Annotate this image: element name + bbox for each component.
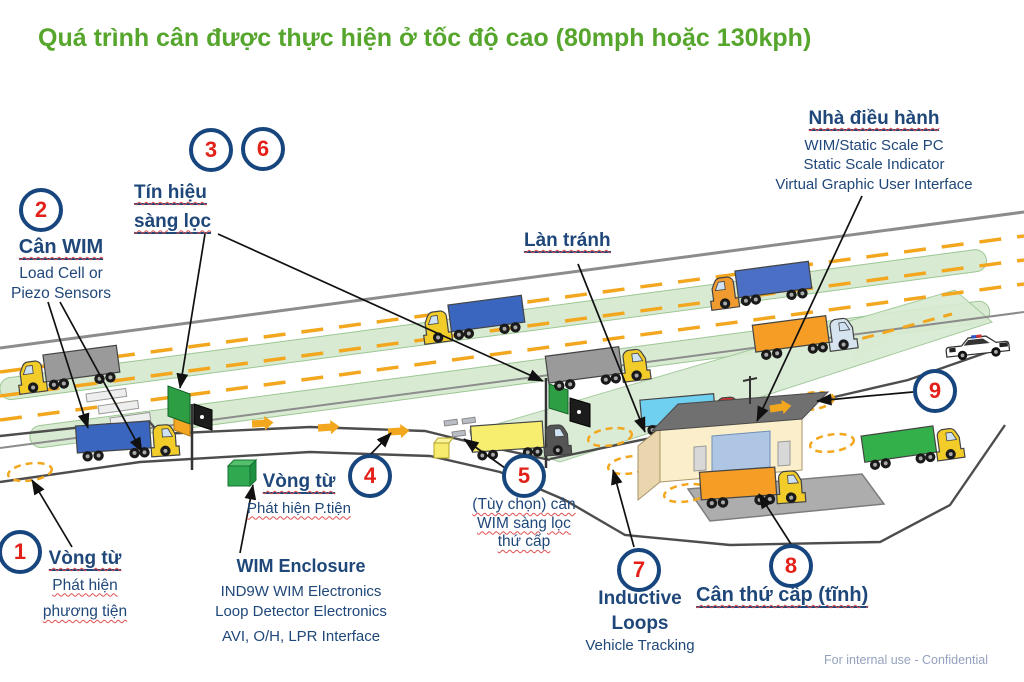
- loop-detect-heading-1: Vòng từ: [48, 548, 122, 569]
- operator-station-line1: WIM/Static Scale PC: [804, 136, 944, 154]
- badge-9: 9: [913, 369, 957, 413]
- badge-5: 5: [502, 454, 546, 498]
- screening-sign-1: [167, 385, 213, 470]
- wim-enclosure-heading: WIM Enclosure: [236, 556, 366, 576]
- roadside-cabinet: [432, 437, 455, 459]
- inductive-loops-label: Inductive Loops Vehicle Tracking: [576, 587, 704, 656]
- roof-camera-mast: [742, 376, 758, 404]
- wim-enclosure-label: WIM Enclosure IND9W WIM Electronics Loop…: [189, 555, 413, 647]
- garage-door: [711, 430, 771, 473]
- operator-station-heading: Nhà điều hành: [808, 108, 940, 129]
- badge-2-number: 2: [34, 197, 48, 222]
- badge-9-number: 9: [928, 378, 942, 403]
- badge-4-number: 4: [363, 463, 377, 488]
- confidential-footer: For internal use - Confidential: [824, 653, 988, 667]
- inductive-loops-heading2: Loops: [611, 612, 669, 634]
- wim-enclosure-line3: AVI, O/H, LPR Interface: [221, 628, 381, 646]
- inductive-loops-heading1: Inductive: [598, 588, 682, 609]
- optional-wim-line3: thứ cấp: [497, 533, 551, 551]
- loop-detect-line-4: Phát hiện P.tiện: [247, 499, 351, 517]
- badge-4: 4: [348, 454, 392, 498]
- static-scale-label: Cân thứ cấp (tĩnh): [696, 582, 869, 608]
- badge-3: 3: [189, 128, 233, 172]
- wim-scale-heading: Cân WIM: [18, 236, 104, 258]
- badge-6-number: 6: [256, 136, 270, 161]
- badge-7-number: 7: [632, 557, 646, 582]
- inductive-loops-line1: Vehicle Tracking: [585, 637, 695, 655]
- loop-detect-label-1: Vòng từ Phát hiện phương tiện: [24, 547, 146, 622]
- operator-station-line3: Virtual Graphic User Interface: [775, 175, 973, 193]
- optional-wim-label: (Tùy chọn) cân WIM sàng lọc thứ cấp: [460, 496, 588, 552]
- wim-scale-line1: Load Cell or: [19, 265, 103, 282]
- badge-8: 8: [769, 544, 813, 588]
- badge-6: 6: [241, 127, 285, 171]
- truck-green-exit: [860, 421, 966, 472]
- page-title: Quá trình cân được thực hiện ở tốc độ ca…: [38, 24, 812, 52]
- badge-8-number: 8: [784, 553, 798, 578]
- wim-enclosure-cabinet: [226, 458, 258, 488]
- truck-blue-orange-cab: [706, 260, 814, 312]
- loop-detect-heading-4: Vòng từ: [262, 471, 336, 492]
- operator-station-label: Nhà điều hành WIM/Static Scale PC Static…: [735, 107, 1013, 194]
- optional-wim-line2: WIM sàng lọc: [477, 514, 571, 532]
- loop-detect-line2: phương tiện: [42, 602, 128, 620]
- badge-1-number: 1: [13, 539, 27, 564]
- wim-enclosure-line2: Loop Detector Electronics: [215, 602, 387, 620]
- screening-sign-2: [544, 378, 591, 468]
- badge-1: 1: [0, 530, 42, 574]
- police-car: [945, 334, 1011, 361]
- loop-detect-line1: Phát hiện: [52, 576, 118, 594]
- optional-wim-line1: (Tùy chọn) cân: [472, 496, 576, 513]
- operator-station-line2: Static Scale Indicator: [803, 156, 945, 174]
- badge-7: 7: [617, 548, 661, 592]
- badge-5-number: 5: [517, 463, 531, 488]
- loop-detect-label-4: Vòng từ Phát hiện P.tiện: [238, 470, 360, 518]
- screening-signal-label: Tín hiệu sàng lọc: [134, 181, 212, 234]
- static-scale-heading: Cân thứ cấp (tĩnh): [696, 584, 869, 606]
- bypass-lane-heading: Làn tránh: [524, 230, 611, 251]
- bypass-lane-label: Làn tránh: [524, 229, 611, 254]
- wim-scale-line2: Piezo Sensors: [11, 285, 111, 303]
- leader-arrows: [31, 195, 914, 554]
- wim-scale-label: Cân WIM Load Cell or Piezo Sensors: [2, 234, 120, 304]
- screening-signal-heading1: Tín hiệu: [134, 182, 207, 203]
- screening-signal-heading2: sàng lọc: [134, 210, 212, 232]
- badge-3-number: 3: [204, 137, 218, 162]
- wim-enclosure-line1: IND9W WIM Electronics: [220, 583, 382, 601]
- badge-2: 2: [19, 188, 63, 232]
